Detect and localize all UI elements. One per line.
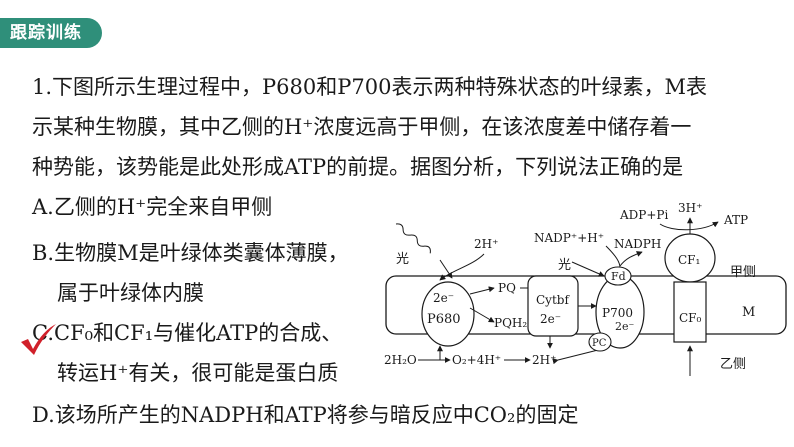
light-wave-1: [395, 223, 431, 254]
p700-label: P700: [602, 306, 633, 320]
nadp-label: NADP⁺+H⁺: [534, 231, 604, 245]
oxygen-label: O₂+4H⁺: [452, 353, 501, 367]
h3-label: 3H⁺: [678, 201, 702, 215]
question-line-2: 示某种生物膜，其中乙侧的H⁺浓度远高于甲侧，在该浓度差中储存着一: [32, 115, 692, 139]
option-b[interactable]: B.生物膜M是叶绿体类囊体薄膜，: [32, 241, 349, 265]
cf0-label: CF₀: [679, 311, 702, 325]
option-c[interactable]: C.CF₀和CF₁与催化ATP的合成、: [32, 321, 343, 345]
light-label-1: 光: [396, 252, 409, 267]
correct-check-icon: [21, 324, 56, 355]
side-jia-label: 甲侧: [730, 265, 756, 280]
nadph-label: NADPH: [614, 237, 661, 251]
cytbf-label: Cytbf: [536, 293, 570, 307]
h-bottom-label: 2H⁺: [532, 353, 556, 367]
photosynthesis-diagram: 光 2H⁺ 2e⁻ P680 PQ PQH₂ Cytbf 2e⁻ 2H₂O O₂…: [384, 201, 787, 376]
cf0-subunit: [673, 281, 707, 343]
question-line-3: 种势能，该势能是此处形成ATP的前提。据图分析，下列说法正确的是: [32, 155, 684, 179]
membrane-m-label: M: [742, 305, 755, 320]
fd-label: Fd: [611, 270, 626, 283]
pqh2-label: PQH₂: [494, 316, 527, 330]
question-line-1: 1.下图所示生理过程中，P680和P700表示两种特殊状态的叶绿素，M表: [32, 75, 707, 99]
option-c-continued: 转运H⁺有关，很可能是蛋白质: [57, 361, 339, 385]
pc-protein: [588, 332, 612, 352]
water-label: 2H₂O: [384, 353, 417, 367]
cytbf-electron-label: 2e⁻: [540, 312, 561, 326]
section-badge: 跟踪训练: [0, 18, 102, 48]
option-b-continued: 属于叶绿体内膜: [57, 281, 204, 305]
fd-protein: [604, 266, 632, 286]
option-a[interactable]: A.乙侧的H⁺完全来自甲侧: [32, 195, 273, 219]
p680-label: P680: [427, 312, 461, 327]
option-d[interactable]: D.该场所产生的NADPH和ATP将参与暗反应中CO₂的固定: [32, 403, 579, 427]
membrane-m: [385, 275, 787, 335]
p680-electron-label: 2e⁻: [433, 291, 454, 305]
atp-label: ATP: [723, 213, 748, 227]
cf1-label: CF₁: [678, 253, 700, 267]
h-top-label: 2H⁺: [474, 237, 498, 251]
adp-label: ADP+Pi: [619, 208, 668, 222]
pc-label: PC: [592, 338, 607, 349]
light-label-2: 光: [558, 258, 571, 273]
section-badge-label: 跟踪训练: [10, 23, 82, 43]
p700-electron-label: 2e⁻: [615, 320, 635, 333]
pq-label: PQ: [498, 281, 516, 295]
p680-complex: [421, 281, 475, 347]
side-yi-label: 乙侧: [720, 357, 746, 372]
